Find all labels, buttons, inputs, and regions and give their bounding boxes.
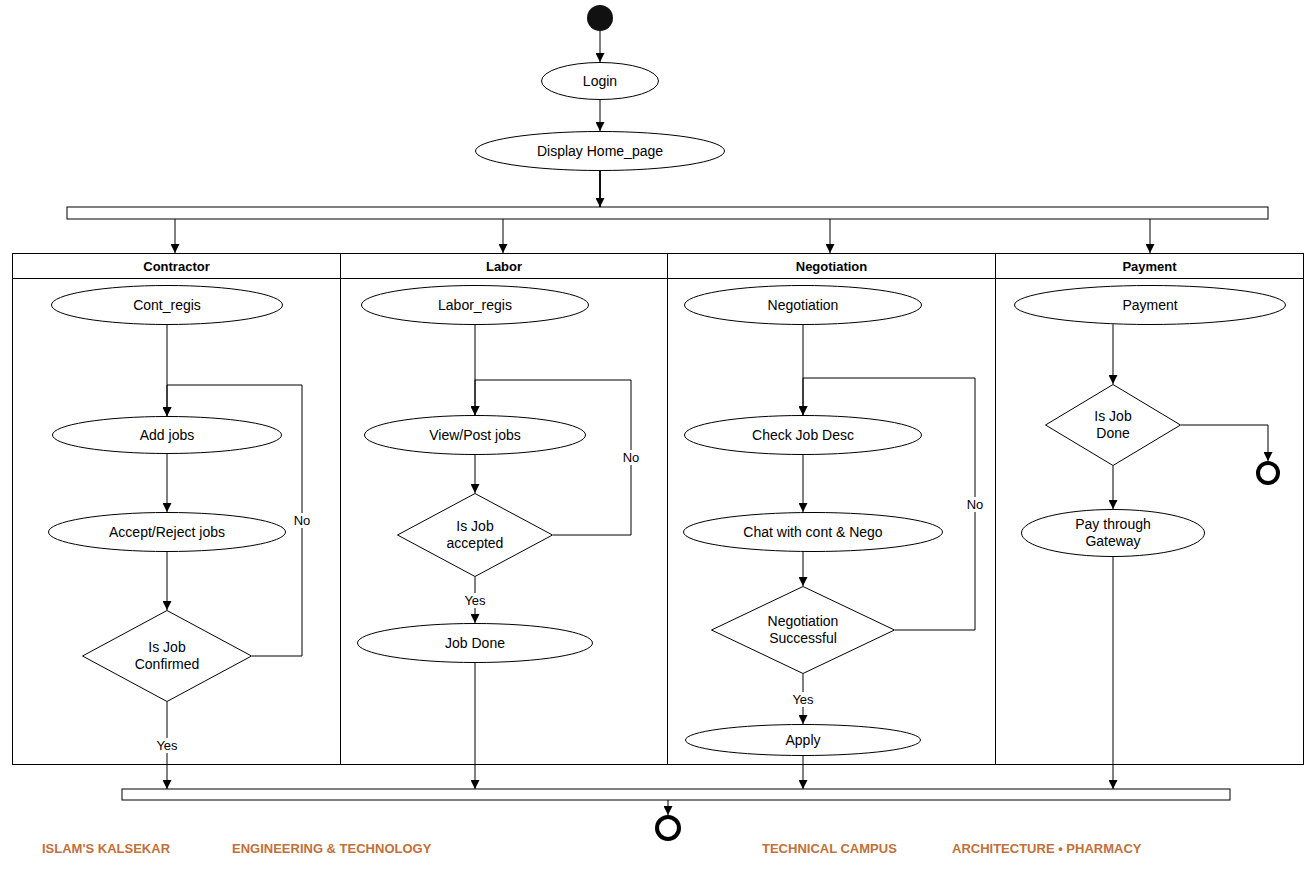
end-node [1258,463,1278,483]
activity-ellipse: Payment [1014,285,1286,325]
flow-arrow [803,455,804,512]
ellipse-shape [685,286,922,325]
decision-diamond: Negotiation Successful [711,586,895,674]
swimlane: ContractorCont_regisAdd jobsAccept/Rejec… [12,253,341,765]
activity-ellipse: Labor_regis [361,285,589,325]
ellipse-shape [362,286,589,325]
swimlane: NegotiationNegotiationCheck Job DescChat… [667,253,996,765]
ellipse-shape [358,624,593,663]
node-label: Payment [1122,297,1177,314]
edge-label: No [292,513,313,528]
node-label: Chat with cont & Nego [743,524,882,541]
decision-diamond: Is Job accepted [397,493,553,577]
activity-ellipse: Chat with cont & Nego [683,512,943,552]
flow-arrow [167,454,168,512]
flow-arrow [167,552,168,610]
activity-ellipse: Pay through Gateway [1021,509,1205,557]
flow-line [600,198,601,207]
lane-title: Contractor [143,259,209,274]
flow-line [803,756,804,789]
lane-header: Payment [996,254,1303,279]
flow-line [600,31,601,62]
node-label: Is Job Done [1086,408,1140,442]
ellipse-shape [684,513,943,552]
flow-arrow [475,455,476,493]
edge-label: No [621,450,642,465]
node-label: Add jobs [140,427,194,444]
join-bar [122,789,1230,800]
fork-bar [67,207,1268,219]
node-label: Cont_regis [133,297,201,314]
lane-header: Contractor [13,254,340,279]
activity-ellipse: View/Post jobs [364,415,586,455]
node-label: Negotiation [768,297,839,314]
activity-ellipse: Apply [685,724,921,756]
flow-line [1113,557,1114,789]
ellipse-shape [685,416,922,455]
flow-arrow [1113,466,1114,509]
ellipse-shape [49,513,286,552]
node-label: Is Job Confirmed [127,639,207,673]
activity-ellipse: Display Home_page [475,131,725,171]
flow-arrow [600,100,601,131]
activity-ellipse: Login [541,62,659,100]
ellipse-shape [1015,286,1286,325]
lane-title: Negotiation [796,259,868,274]
swimlane: PaymentPaymentIs Job DonePay through Gat… [995,253,1304,765]
edge-label: No [965,497,986,512]
watermark-text: ARCHITECTURE • PHARMACY [950,841,1143,856]
node-label: Is Job accepted [442,518,508,552]
decision-diamond: Is Job Done [1045,384,1181,466]
diamond-shape [83,611,252,702]
flow-line [1181,425,1268,461]
node-label: Accept/Reject jobs [109,524,225,541]
swimlane: LaborLabor_regisView/Post jobs Is Job acc… [340,253,668,765]
node-label: Job Done [445,635,505,652]
node-label: View/Post jobs [429,427,521,444]
diamond-shape [1046,385,1181,466]
start-node [587,5,613,31]
lane-header: Negotiation [668,254,995,279]
node-label: Display Home_page [537,143,663,160]
node-label: Check Job Desc [752,427,854,444]
node-label: Apply [785,732,820,749]
flow-line [668,800,669,815]
ellipse-shape [53,417,282,454]
lane-title: Payment [1122,259,1176,274]
ellipse-shape [365,416,586,455]
end-node [657,817,679,839]
decision-diamond: Is Job Confirmed [82,610,252,702]
watermark-text: ISLAM'S KALSEKAR [40,841,172,856]
activity-ellipse: Negotiation [684,285,922,325]
ellipse-shape [1022,510,1205,557]
lane-title: Labor [486,259,522,274]
flow-label: Yes [154,738,179,753]
ellipse-shape [52,286,283,325]
ellipse-shape [686,725,921,756]
flow-arrow [1113,324,1114,384]
edge-label: Yes [790,692,815,707]
watermark-text: ENGINEERING & TECHNOLOGY [230,841,433,856]
edge-label: Yes [462,593,487,608]
activity-ellipse: Accept/Reject jobs [48,512,286,552]
ellipse-shape [542,63,659,100]
activity-ellipse: Check Job Desc [684,415,922,455]
watermark-text: TECHNICAL CAMPUS [760,841,899,856]
node-label: Login [583,73,617,90]
node-label: Pay through Gateway [1068,516,1158,550]
lane-header: Labor [341,254,667,279]
flow-arrow [803,552,804,586]
activity-ellipse: Add jobs [52,416,282,454]
ellipse-shape [476,132,725,171]
flow-line [475,663,476,789]
activity-ellipse: Cont_regis [51,285,283,325]
diamond-shape [398,494,553,577]
activity-ellipse: Job Done [357,623,593,663]
node-label: Labor_regis [438,297,512,314]
diamond-shape [712,587,895,674]
node-label: Negotiation Successful [761,613,845,647]
